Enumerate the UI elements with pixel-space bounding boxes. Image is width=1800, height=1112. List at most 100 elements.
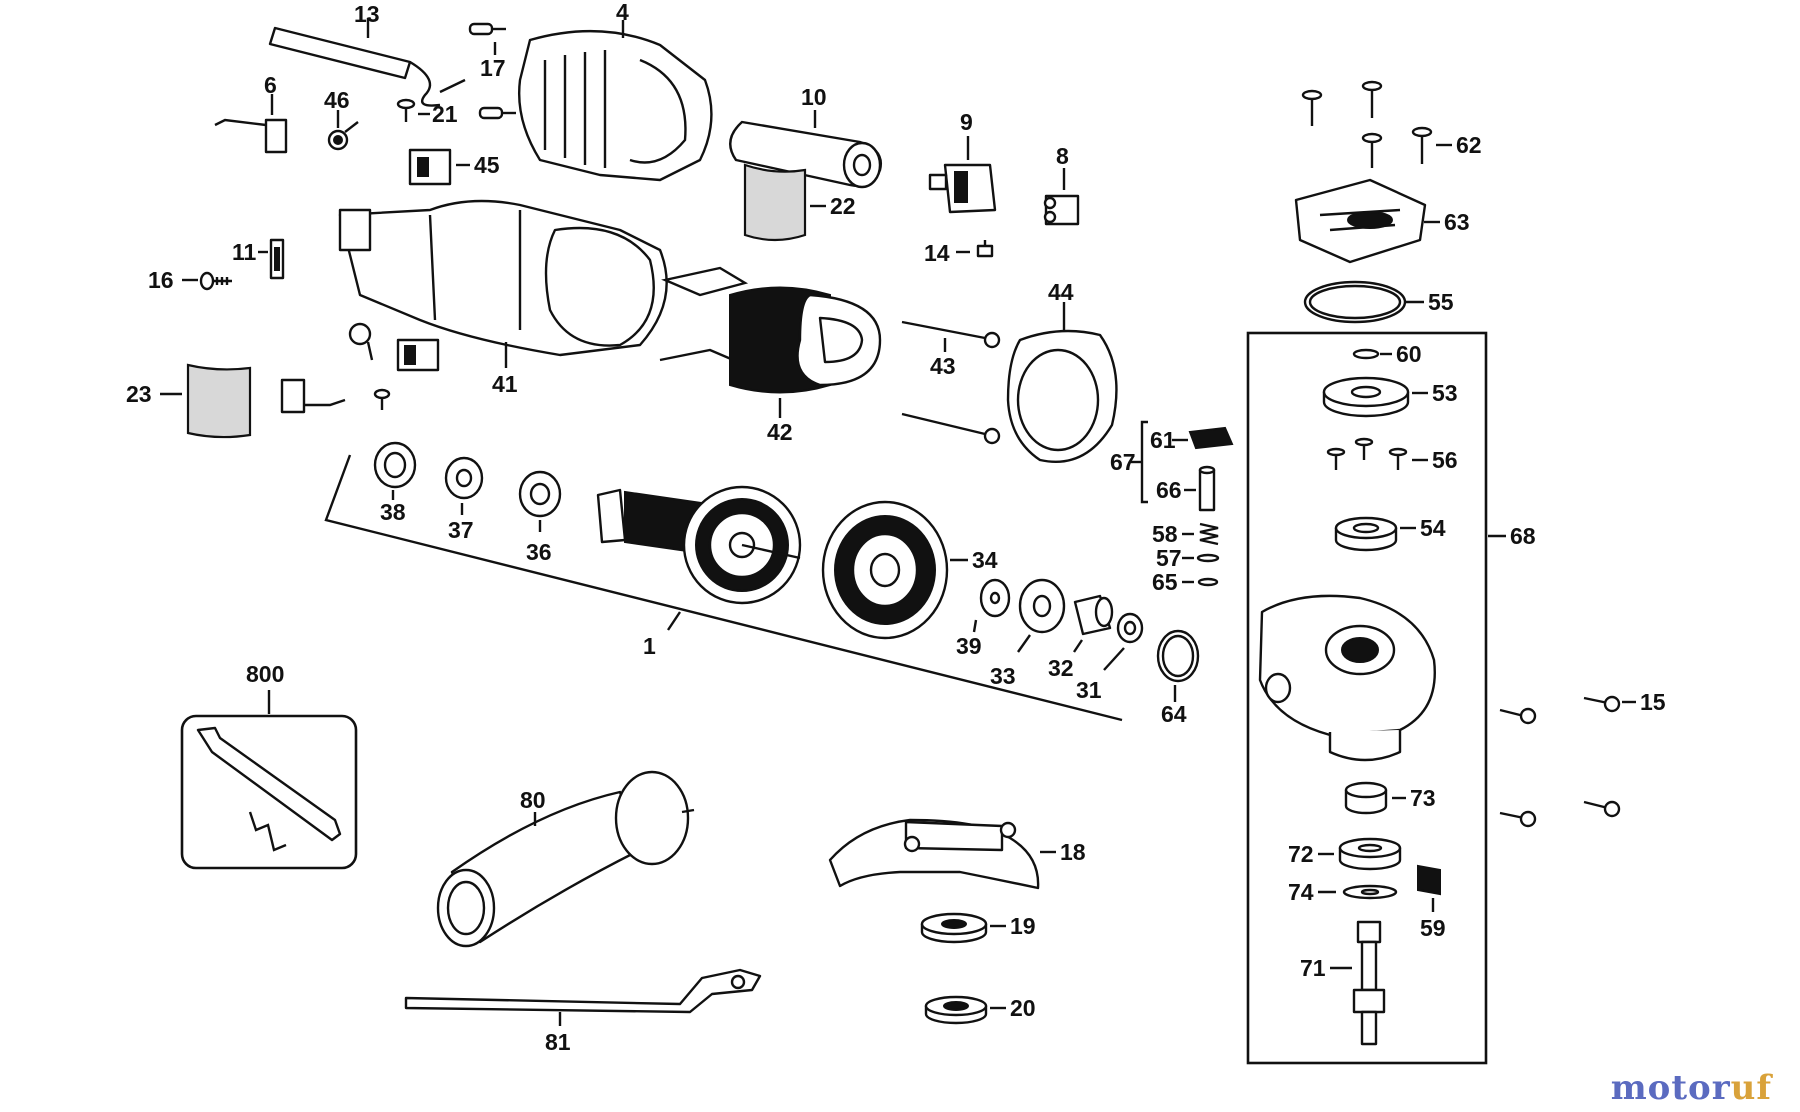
label-63: 63 [1444,209,1470,235]
label-62: 62 [1456,132,1482,158]
bracket-group-67 [1140,420,1148,504]
part-spring-46 [327,121,359,151]
label-14: 14 [924,240,950,266]
part-nut-20 [924,995,988,1025]
part-connector-8 [1043,194,1080,226]
label-9: 9 [960,109,973,135]
part-bearing-73 [1344,781,1388,815]
part-washer-74 [1342,884,1398,900]
part-flange-19 [920,912,988,944]
part-spindle-71 [1352,920,1386,1046]
box-800 [180,714,358,870]
label-37: 37 [448,517,474,543]
part-switch-45 [408,148,452,186]
label-16: 16 [148,267,174,293]
label-42: 42 [767,419,793,445]
label-38: 38 [380,499,406,525]
part-brush-lower [280,378,346,414]
part-screws-62 [1301,80,1433,168]
part-switch-lower [396,338,440,372]
part-cable [268,26,466,107]
label-67: 67 [1110,449,1136,475]
part-lock-61 [1188,426,1234,450]
label-58: 58 [1152,521,1178,547]
label-68: 68 [1510,523,1536,549]
part-label-23 [186,363,252,439]
part-screws-15 [1499,695,1621,828]
part-spring-lower [348,322,374,361]
part-motor-housing-top [518,29,713,182]
part-washer-57 [1196,553,1220,563]
label-1: 1 [643,633,656,659]
label-21: 21 [432,101,458,127]
label-10: 10 [801,84,827,110]
part-handle-80 [436,770,695,948]
watermark-part2: uf [1730,1068,1772,1108]
part-washer-39 [979,578,1011,618]
label-18: 18 [1060,839,1086,865]
part-screw-21 [396,98,416,122]
label-53: 53 [1432,380,1458,406]
part-screws-17 [468,22,516,120]
label-72: 72 [1288,841,1314,867]
label-57: 57 [1156,545,1182,571]
label-31: 31 [1076,677,1102,703]
label-20: 20 [1010,995,1036,1021]
part-bearing-36 [518,470,562,518]
part-clip-65 [1197,577,1219,587]
part-pinion-32 [1073,594,1114,636]
label-8: 8 [1056,143,1069,169]
part-label-22 [743,163,807,242]
part-brush-6 [214,118,288,154]
label-33: 33 [990,663,1016,689]
part-screws-56 [1326,437,1408,470]
label-64: 64 [1161,701,1187,727]
label-23: 23 [126,381,152,407]
part-bearing-54 [1334,516,1398,552]
part-clip-11 [269,238,285,280]
label-65: 65 [1152,569,1178,595]
part-bearing-53 [1322,376,1410,418]
part-screw-16 [199,271,232,291]
label-15: 15 [1640,689,1666,715]
part-fan-34 [821,500,949,640]
part-kit-800 [196,726,342,852]
label-56: 56 [1432,447,1458,473]
label-55: 55 [1428,289,1454,315]
part-cover-63 [1294,178,1427,264]
label-44: 44 [1048,279,1074,305]
label-800: 800 [246,661,284,687]
part-clutch-59 [1417,864,1441,896]
label-17: 17 [480,55,506,81]
label-66: 66 [1156,477,1182,503]
part-washer-37 [444,456,484,500]
label-36: 36 [526,539,552,565]
label-71: 71 [1300,955,1326,981]
part-field-coil-42 [659,266,882,394]
part-bolts-43 [901,320,1001,445]
label-22: 22 [830,193,856,219]
label-34: 34 [972,547,998,573]
part-gear-case [1258,594,1436,762]
label-19: 19 [1010,913,1036,939]
part-gear-housing-41 [338,199,668,357]
part-armature [596,485,802,605]
label-41: 41 [492,371,518,397]
bracket-group-1 [324,454,1123,722]
part-guard-18 [828,818,1040,890]
label-59: 59 [1420,915,1446,941]
part-oring-55 [1303,280,1407,324]
label-46: 46 [324,87,350,113]
part-bearing-72 [1338,837,1402,871]
part-screw-14 [976,240,994,258]
watermark-part1: motor [1610,1068,1731,1108]
part-nut-31 [1116,612,1144,644]
label-11: 11 [232,239,257,265]
label-4: 4 [616,0,629,25]
label-61: 61 [1150,427,1176,453]
watermark-logo: motoruf [1611,1068,1772,1108]
label-73: 73 [1410,785,1436,811]
label-6: 6 [264,72,277,98]
part-switch-9 [928,163,997,214]
